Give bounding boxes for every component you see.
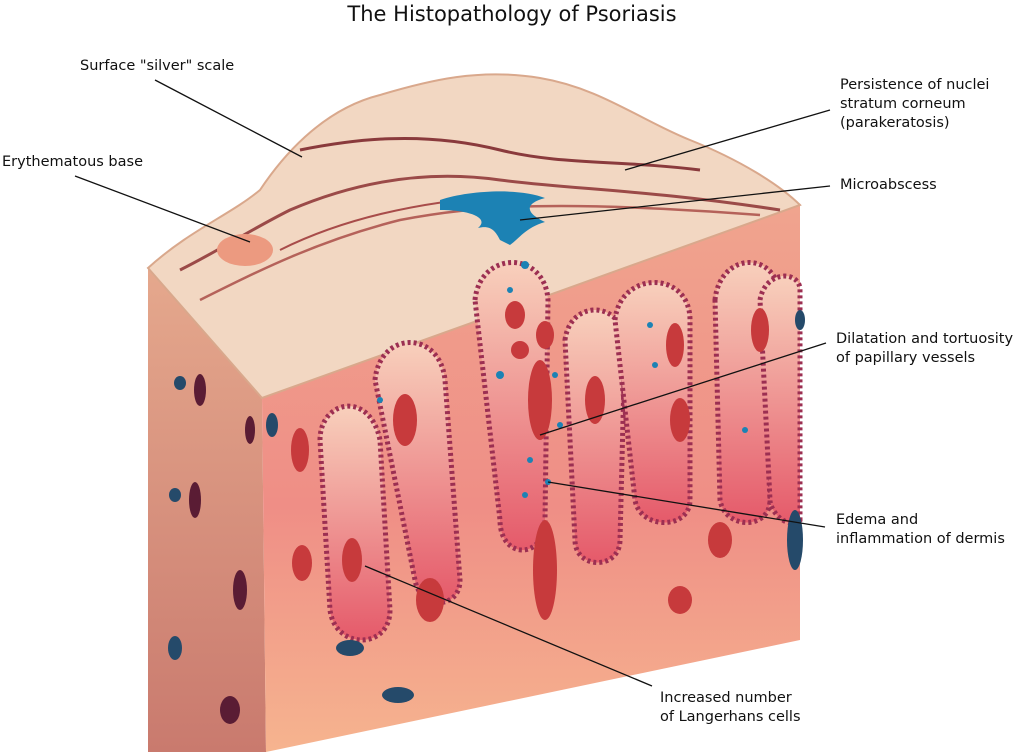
- microabscess-shape: [440, 191, 545, 245]
- label-surface-scale: Surface "silver" scale: [80, 58, 235, 74]
- diagram-title: The Histopathology of Psoriasis: [347, 2, 677, 26]
- label-edema: Edema and inflammation of dermis: [836, 512, 1005, 547]
- papillary-vessels: [291, 301, 769, 622]
- label-erythematous-base: Erythematous base: [2, 154, 143, 170]
- label-papillary-vessels: Dilatation and tortuosity of papillary v…: [836, 331, 1014, 366]
- leader-lines: [74, 79, 831, 687]
- label-parakeratosis: Persistence of nuclei stratum corneum (p…: [840, 77, 990, 131]
- label-langerhans: Increased number of Langerhans cells: [660, 690, 801, 725]
- langerhans-cells: [377, 261, 748, 498]
- silver-scale-crust: [146, 73, 802, 400]
- label-microabscess: Microabscess: [840, 177, 937, 193]
- dermal-cells: [189, 374, 255, 724]
